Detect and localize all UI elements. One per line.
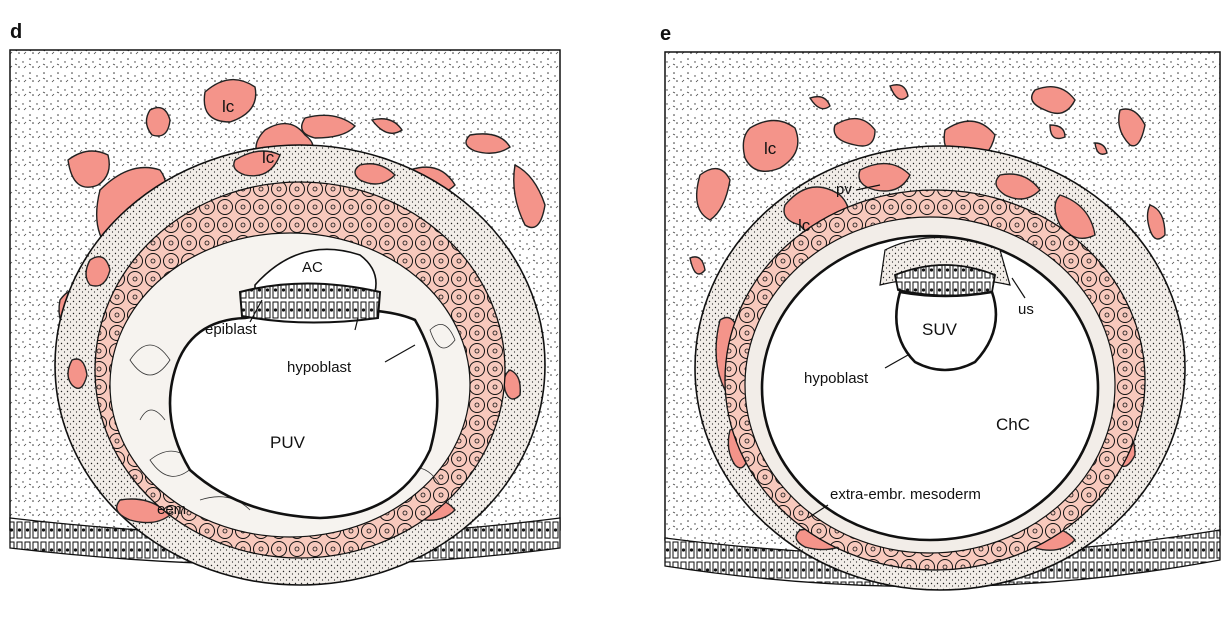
lacuna [68,359,87,388]
panel-d-letter: d [10,21,22,43]
panel-e-label-suv: SUV [922,320,958,339]
panel-e-label-lc-top: lc [764,139,777,158]
panel-d: d [10,21,560,585]
lacuna [146,108,170,136]
panel-e-embryonic-disc [895,265,995,296]
panel-e-label-us: us [1018,301,1034,318]
panel-d-label-eem: eem [157,501,186,518]
panel-e-label-hypoblast: hypoblast [804,370,869,387]
panel-d-label-lc-top: lc [222,97,235,116]
panel-e-letter: e [660,23,671,45]
panel-e-label-chc: ChC [996,415,1030,434]
panel-d-label-epiblast: epiblast [205,321,258,338]
panel-e-label-lc-mid: lc [798,216,811,235]
panel-e-label-mesoderm: extra-embr. mesoderm [830,486,981,503]
panel-d-label-ac: AC [302,259,323,276]
panel-d-label-puv: PUV [270,433,306,452]
panel-d-label-hypoblast: hypoblast [287,359,352,376]
panel-d-label-lc-mid: lc [262,148,275,167]
panel-e: e [660,23,1220,590]
panel-e-label-pv: pv [836,181,852,198]
panel-d-puv-cavity [170,309,437,518]
